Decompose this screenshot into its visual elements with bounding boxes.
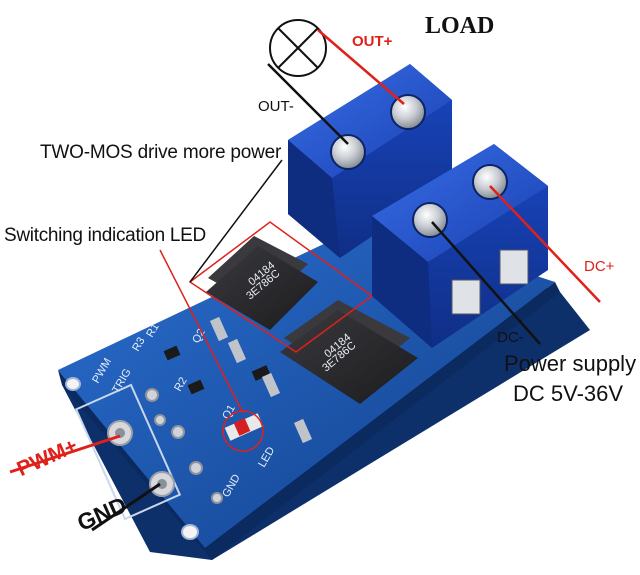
out-plus-label: OUT+: [352, 33, 393, 50]
lamp-icon: [269, 19, 327, 77]
voltage-range-label: DC 5V-36V: [513, 381, 624, 406]
out-minus-label: OUT-: [258, 98, 294, 115]
annotation-lines: [9, 29, 601, 532]
indicator-led: [222, 410, 264, 452]
dc-plus-label: DC+: [584, 258, 615, 275]
mounting-holes: [65, 377, 199, 540]
switching-led-label: Switching indication LED: [4, 225, 206, 246]
power-supply-label: Power supply: [504, 351, 637, 376]
dc-minus-label: DC-: [497, 329, 524, 346]
mosfets: 04184 3E786C 04184 3E786C: [188, 221, 418, 444]
two-mos-label: TWO-MOS drive more power: [40, 142, 282, 163]
smd-resistors: [163, 345, 271, 395]
load-label: LOAD: [425, 13, 495, 39]
screw-terminal-power: [372, 144, 548, 348]
